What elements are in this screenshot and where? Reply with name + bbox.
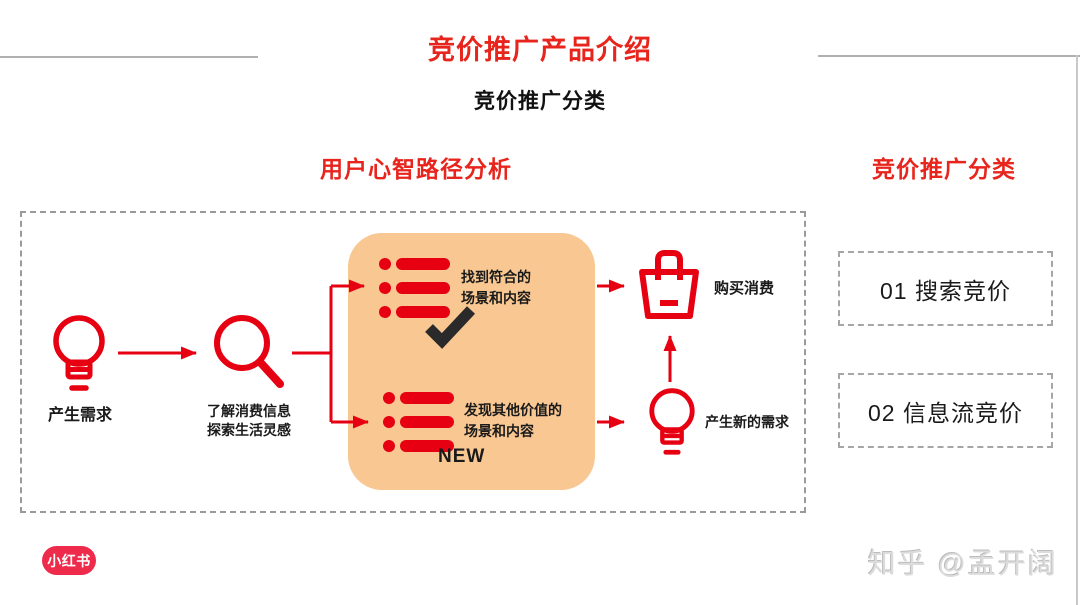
- purchase-label: 购买消费: [714, 280, 775, 297]
- match-label-line1: 找到符合的: [461, 269, 531, 285]
- list-icon: [379, 258, 450, 318]
- new-need-label: 产生新的需求: [705, 414, 789, 430]
- slide-edge-line: [1076, 55, 1078, 605]
- category-box-search-bidding: 01 搜索竞价: [838, 251, 1053, 326]
- explore-label-line1: 了解消费信息: [207, 403, 291, 419]
- explore-label: 了解消费信息 探索生活灵感: [188, 402, 310, 440]
- left-section-title: 用户心智路径分析: [320, 156, 512, 182]
- category-label: 02 信息流竞价: [868, 399, 1023, 426]
- match-label: 找到符合的 场景和内容: [461, 267, 571, 309]
- xiaohongshu-logo-text: 小红书: [47, 552, 91, 569]
- header-divider-left: [0, 56, 258, 58]
- checkmark-icon: [425, 306, 476, 349]
- page-subtitle: 竞价推广分类: [474, 90, 606, 113]
- right-section-title: 竞价推广分类: [872, 156, 1016, 182]
- explore-label-line2: 探索生活灵感: [207, 422, 291, 438]
- match-label-line2: 场景和内容: [461, 290, 531, 306]
- category-label: 01 搜索竞价: [880, 277, 1011, 304]
- discover-label-line1: 发现其他价值的: [464, 402, 562, 418]
- lightbulb-icon: [649, 388, 695, 455]
- magnifier-icon: [214, 315, 284, 388]
- page-title: 竞价推广产品介绍: [428, 35, 652, 65]
- discover-label-line2: 场景和内容: [464, 423, 534, 439]
- list-icon: [383, 392, 454, 452]
- category-box-feed-bidding: 02 信息流竞价: [838, 373, 1053, 448]
- watermark: 知乎 @孟开阔: [867, 548, 1058, 579]
- lightbulb-icon: [53, 315, 105, 391]
- shopping-bag-icon: [639, 250, 699, 319]
- new-badge: NEW: [438, 446, 486, 467]
- header-divider-right: [818, 55, 1080, 57]
- discover-label: 发现其他价值的 场景和内容: [464, 400, 580, 442]
- need-label: 产生需求: [47, 407, 112, 424]
- xiaohongshu-logo: 小红书: [42, 546, 96, 575]
